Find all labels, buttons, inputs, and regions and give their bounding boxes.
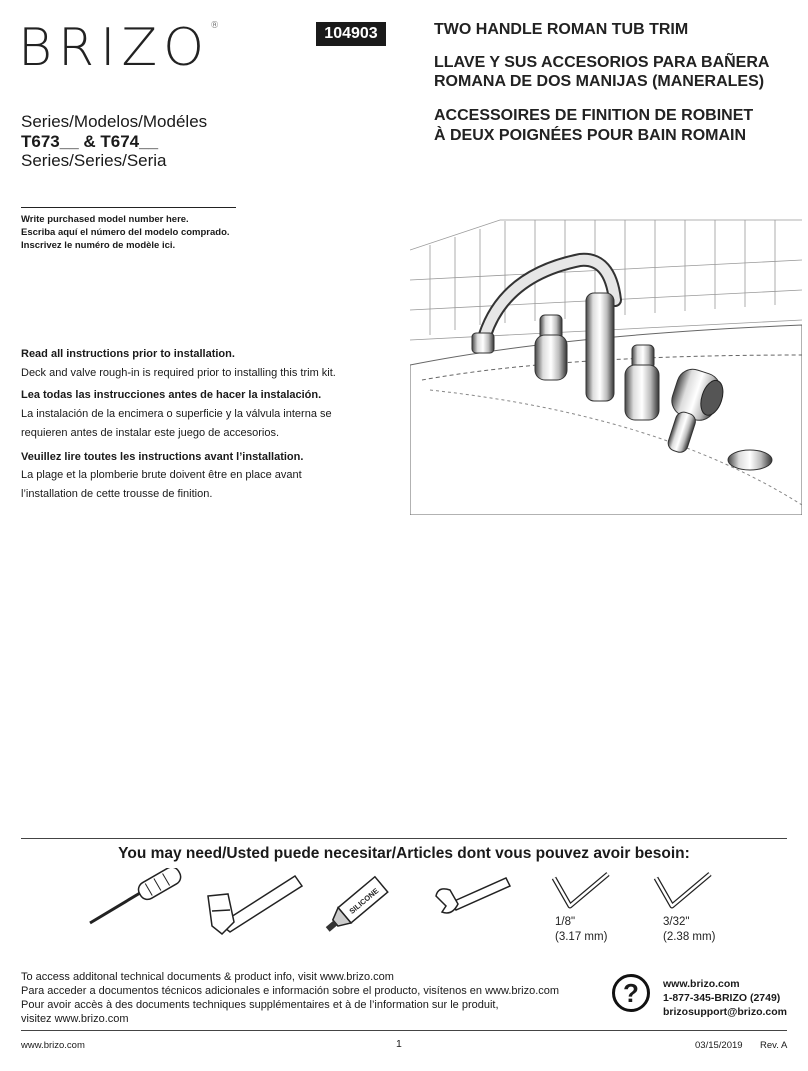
adjustable-wrench-icon <box>432 872 512 922</box>
hex-key-2-size: 3/32" <box>663 916 690 928</box>
footer-divider <box>21 1030 787 1031</box>
instructions-en-bold: Read all instructions prior to installat… <box>21 348 235 360</box>
hand-shower-base <box>727 449 773 471</box>
hex-key-icon-1 <box>550 868 612 910</box>
page-number: 1 <box>396 1038 402 1050</box>
instructions-es-text-2: requieren antes de instalar este juego d… <box>21 427 280 439</box>
contact-website[interactable]: www.brizo.com <box>663 978 740 990</box>
logo-text: BRIZO <box>18 18 211 78</box>
model-numbers: T673__ & T674__ <box>21 132 159 151</box>
hex-key-1-size: 1/8" <box>555 916 576 928</box>
contact-phone[interactable]: 1-877-345-BRIZO (2749) <box>663 992 781 1004</box>
model-number-entry-line <box>21 207 236 208</box>
title-fr-line2: À DEUX POIGNÉES POUR BAIN ROMAIN <box>434 127 747 144</box>
hex-key-2-metric: (2.38 mm) <box>663 931 716 943</box>
model-entry-en: Write purchased model number here. <box>21 214 189 225</box>
title-en: TWO HANDLE ROMAN TUB TRIM <box>434 21 689 38</box>
footer-line-es: Para acceder a documentos técnicos adici… <box>21 985 560 997</box>
bottom-website[interactable]: www.brizo.com <box>21 1040 85 1051</box>
tub-rim <box>429 389 802 506</box>
registered-mark: ® <box>210 21 226 31</box>
deck-edge <box>421 354 802 381</box>
spout-outlet <box>471 332 495 354</box>
tub-faucet-illustration <box>410 205 802 515</box>
instructions-fr-text-1: La plage et la plomberie brute doivent ê… <box>21 469 302 481</box>
part-number-badge: 104903 <box>316 22 386 46</box>
series-top-label: Series/Modelos/Modéles <box>21 112 208 131</box>
footer-line-fr-1: Pour avoir accès à des documents techniq… <box>21 999 499 1011</box>
left-handle-body <box>534 334 568 381</box>
footer-line-fr-2: visitez www.brizo.com <box>21 1013 129 1025</box>
tools-divider <box>21 838 787 839</box>
title-es-line2: ROMANA DE DOS MANIJAS (MANERALES) <box>434 73 765 90</box>
silicone-tube-icon: SILICONE <box>325 866 395 936</box>
model-entry-fr: Inscrivez le numéro de modèle ici. <box>21 240 176 251</box>
instructions-fr-bold: Veuillez lire toutes les instructions av… <box>21 451 304 463</box>
footer-line-en: To access additonal technical documents … <box>21 971 394 983</box>
title-es-line1: LLAVE Y SUS ACCESORIOS PARA BAÑERA <box>434 54 770 71</box>
screwdriver-icon <box>85 868 185 928</box>
revision-label: Rev. A <box>760 1040 788 1051</box>
contact-email[interactable]: brizosupport@brizo.com <box>663 1006 787 1018</box>
brizo-logo: BRIZO® <box>18 21 226 75</box>
series-bottom-label: Series/Series/Seria <box>21 151 167 170</box>
revision-date: 03/15/2019 <box>695 1040 743 1051</box>
instructions-en-text: Deck and valve rough-in is required prio… <box>21 367 336 379</box>
hex-key-icon-2 <box>652 868 714 910</box>
spout-base <box>585 292 615 402</box>
instructions-es-bold: Lea todas las instrucciones antes de hac… <box>21 389 322 401</box>
title-fr-line1: ACCESSOIRES DE FINITION DE ROBINET <box>434 107 754 124</box>
right-handle-body <box>624 364 660 421</box>
pipe-wrench-icon <box>200 866 310 942</box>
instructions-es-text-1: La instalación de la encimera o superfic… <box>21 408 332 420</box>
hex-key-1-metric: (3.17 mm) <box>555 931 608 943</box>
model-entry-es: Escriba aquí el número del modelo compra… <box>21 227 230 238</box>
tools-title: You may need/Usted puede necesitar/Artic… <box>118 845 690 862</box>
help-icon: ? <box>612 974 650 1012</box>
hand-shower <box>667 368 724 453</box>
spout-body <box>480 254 620 340</box>
instructions-fr-text-2: l’installation de cette trousse de finit… <box>21 488 213 500</box>
